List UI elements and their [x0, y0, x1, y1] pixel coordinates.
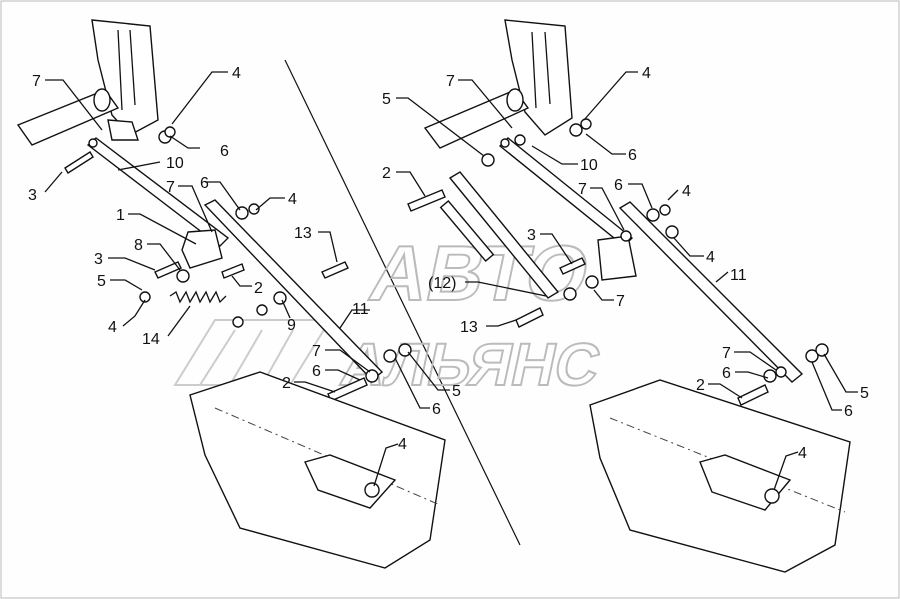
callout-right-10: 10 [580, 157, 598, 174]
callout-right-3: 3 [527, 227, 536, 244]
callout-right-2a: 2 [382, 165, 391, 182]
callout-left-10: 10 [166, 155, 184, 172]
right-leaders [396, 71, 858, 491]
watermark-line2: АЛЬЯНС [335, 331, 606, 398]
right-bolt-2a [407, 189, 446, 212]
callout-right-2b: 2 [696, 377, 705, 394]
left-callouts: 7 4 6 3 10 7 6 4 1 8 3 5 4 14 2 9 13 11 … [28, 65, 461, 453]
callout-right-4b: 4 [682, 183, 691, 200]
left-spring-14 [169, 290, 227, 304]
callout-right-7a: 7 [446, 73, 455, 90]
callout-right-5a: 5 [382, 91, 391, 108]
left-link-11 [203, 199, 384, 381]
callout-left-7b: 7 [166, 179, 175, 196]
callout-left-4d: 4 [398, 436, 407, 453]
callout-right-4a: 4 [642, 65, 651, 82]
callout-right-7b: 7 [578, 181, 587, 198]
callout-right-11: 11 [730, 267, 747, 284]
callout-left-4a: 4 [232, 65, 241, 82]
panel-separator [284, 59, 521, 546]
callout-left-5b: 5 [452, 383, 461, 400]
callout-left-2b: 2 [282, 375, 291, 392]
right-strut-12 [448, 171, 560, 299]
right-beam [423, 89, 530, 149]
callout-right-5b: 5 [860, 385, 869, 402]
callout-left-9: 9 [287, 317, 296, 334]
callout-right-12: (12) [428, 275, 456, 292]
callout-right-13: 13 [460, 319, 478, 336]
left-assembly [16, 19, 446, 569]
callout-left-6d: 6 [432, 401, 441, 418]
callout-left-5a: 5 [97, 273, 106, 290]
right-callouts: 7 4 5 6 2 10 7 6 4 3 (12) 4 11 13 7 7 6 … [382, 65, 869, 462]
left-leaders [44, 71, 450, 487]
right-bolt-2b [737, 384, 769, 406]
callout-left-8: 8 [134, 237, 143, 254]
callout-left-14: 14 [142, 331, 160, 348]
callout-left-3a: 3 [28, 187, 37, 204]
callout-left-7a: 7 [32, 73, 41, 90]
callout-left-7c: 7 [312, 343, 321, 360]
callout-right-6c: 6 [722, 365, 731, 382]
callout-left-2a: 2 [254, 280, 263, 297]
callout-left-6c: 6 [312, 363, 321, 380]
callout-right-4c: 4 [706, 249, 715, 266]
callout-right-6d: 6 [844, 403, 853, 420]
callout-left-3b: 3 [94, 251, 103, 268]
right-assembly [407, 19, 851, 573]
callout-left-4c: 4 [108, 319, 117, 336]
right-link-11 [618, 201, 804, 383]
callout-left-13: 13 [294, 225, 312, 242]
right-post [504, 19, 573, 136]
callout-right-6b: 6 [614, 177, 623, 194]
callout-right-6a: 6 [628, 147, 637, 164]
left-bolt-3a [64, 151, 94, 174]
left-beam [16, 89, 120, 146]
left-link-10 [86, 137, 230, 247]
callout-right-4d: 4 [798, 445, 807, 462]
callout-left-4b: 4 [288, 191, 297, 208]
right-bolt-13 [515, 307, 544, 328]
callout-right-7c: 7 [616, 293, 625, 310]
callout-left-11: 11 [352, 301, 369, 318]
callout-right-7d: 7 [722, 345, 731, 362]
left-post [91, 19, 159, 136]
right-bracket [597, 235, 637, 281]
callout-left-1: 1 [116, 207, 125, 224]
callout-left-6b: 6 [200, 175, 209, 192]
left-bracket-1 [181, 229, 223, 269]
callout-left-6a: 6 [220, 143, 229, 160]
